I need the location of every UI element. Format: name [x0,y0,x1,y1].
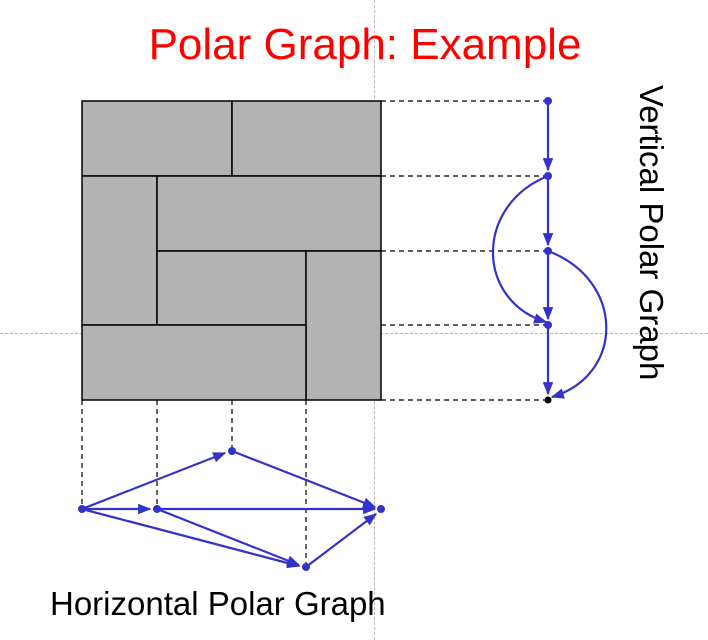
vertical-graph-label: Vertical Polar Graph [633,85,670,381]
floorplan [81,100,382,401]
block-f [305,250,382,401]
block-b [231,100,382,177]
block-c [81,175,158,326]
horizontal-graph-nodes [78,447,385,571]
vertical-graph-nodes [544,97,552,404]
horizontal-polar-graph [81,449,378,569]
horizontal-graph-label: Horizontal Polar Graph [50,585,386,622]
block-g [81,324,307,401]
block-e [156,250,307,326]
vertical-polar-graph [491,101,608,399]
projection-lines [81,100,548,567]
block-a [81,100,233,177]
block-d [156,175,382,252]
slide-title: Polar Graph: Example [148,20,582,69]
